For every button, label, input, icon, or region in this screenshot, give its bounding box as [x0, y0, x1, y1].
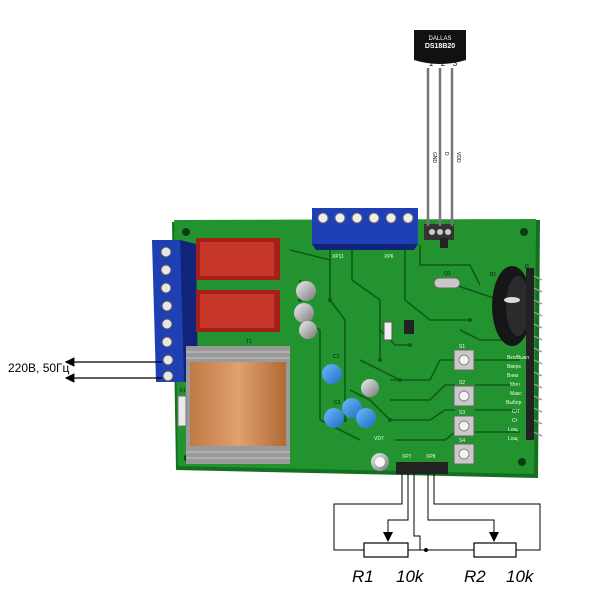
buzzer-b1: B1	[490, 266, 532, 346]
side-label: С/Т	[512, 409, 520, 415]
label-j1: J1	[524, 264, 530, 270]
sensor-model: DS18B20	[425, 43, 455, 50]
sensor-pin: 2	[441, 59, 446, 68]
sensor-pin: 3	[453, 59, 458, 68]
side-label: Lощ	[508, 427, 518, 433]
capacitors-blue: C1 C3	[322, 354, 376, 428]
side-label: Мин	[510, 382, 520, 388]
side-labels: Вкл/Выкл Вверх Вниз Мин Макс Выбор С/Т С…	[506, 355, 529, 442]
capacitors-grey	[294, 281, 379, 397]
label-t1: T1	[246, 339, 252, 345]
label-s1: S1	[459, 344, 465, 350]
side-label: Макс	[510, 391, 522, 397]
side-label: Выбор	[506, 400, 522, 406]
header-j1: J1	[524, 264, 543, 440]
sensor-header	[424, 224, 454, 248]
sensor-wire-labels: GND D VDD	[431, 152, 461, 164]
label-s4: S4	[459, 438, 465, 444]
pot-r2	[473, 532, 517, 558]
label-xp6: XP6	[384, 254, 394, 260]
wire-label-vdd: VDD	[455, 152, 461, 163]
pot-r2-value: 10k	[506, 567, 535, 586]
wire-label-gnd: GND	[431, 152, 437, 164]
label-s3: S3	[459, 410, 465, 416]
header-xp7-xp8: XP7 XP8	[396, 454, 448, 474]
side-label: Ст	[512, 418, 519, 424]
label-b1: B1	[490, 272, 496, 278]
button-s4[interactable]: S4	[453, 438, 475, 465]
pot-r1-value: 10k	[396, 567, 425, 586]
pot-r2-name: R2	[464, 567, 486, 586]
power-input: 220B, 50Гц	[8, 357, 162, 383]
label-c1: C1	[333, 354, 340, 360]
component-q1: Q1	[433, 271, 461, 289]
junction-dot	[424, 548, 428, 552]
relay-bottom	[196, 290, 280, 332]
label-s2: S2	[459, 380, 465, 386]
label-vd7: VD7	[374, 436, 384, 442]
sensor-brand: DALLAS	[428, 36, 451, 42]
label-xp11: XP11	[332, 254, 344, 260]
button-s1[interactable]: S1	[453, 344, 475, 371]
label-q1: Q1	[444, 271, 451, 277]
transformer-t1: T1	[186, 339, 290, 464]
label-xp7: XP7	[402, 454, 412, 460]
led-vd7: VD7	[371, 436, 389, 471]
temperature-sensor: DALLAS DS18B20 1 2 3	[414, 30, 466, 68]
wire-label-d: D	[443, 152, 449, 156]
button-s2[interactable]: S2	[453, 380, 475, 407]
label-xp8: XP8	[426, 454, 436, 460]
connector-xp11-xp6: XP11 XP6	[312, 208, 418, 260]
pot-r1-name: R1	[352, 567, 374, 586]
label-f1: F1	[180, 388, 186, 394]
side-label: Вниз	[507, 373, 519, 379]
pot-wiring	[333, 474, 541, 551]
fuse-f1: F1	[177, 388, 187, 427]
side-label: Lощ	[508, 436, 518, 442]
side-label: Вкл/Выкл	[507, 355, 529, 361]
chip-resistor	[383, 320, 414, 341]
label-c3: C3	[334, 400, 341, 406]
power-label: 220B, 50Гц	[8, 361, 70, 375]
relay-top	[196, 238, 280, 280]
side-label: Вверх	[507, 364, 521, 370]
sensor-pin: 1	[429, 59, 434, 68]
sensor-wires	[426, 68, 454, 226]
button-s3[interactable]: S3	[453, 410, 475, 437]
pot-r1	[363, 532, 409, 558]
